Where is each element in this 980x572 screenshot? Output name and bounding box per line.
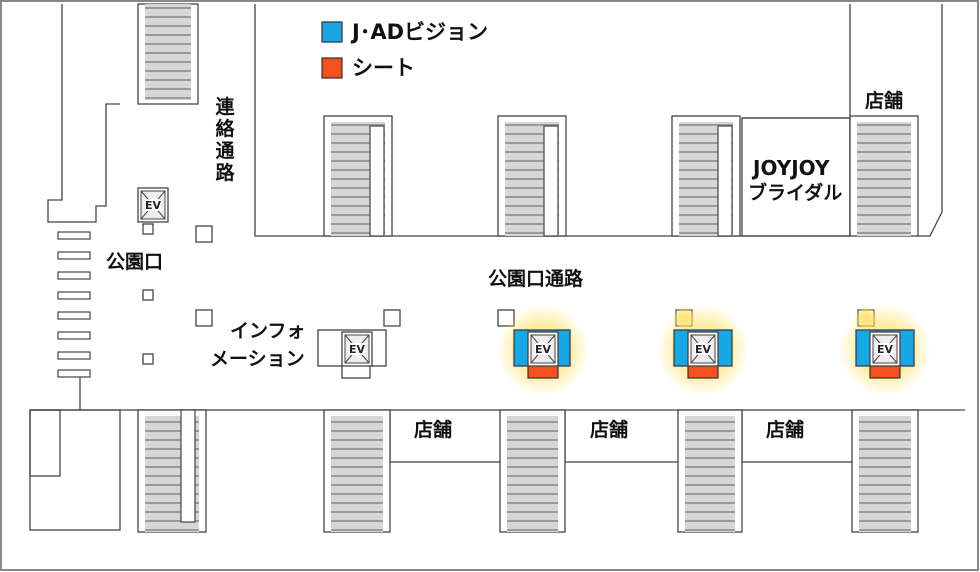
- staircase-lower-5: [851, 409, 919, 533]
- staircase-upper-4: [849, 115, 919, 237]
- elevator-icon: [341, 331, 373, 367]
- staircase-top-left: [137, 3, 199, 105]
- staircase-upper-1: [323, 115, 393, 237]
- information-label-line2: メーション: [210, 348, 305, 370]
- connecting-passage-label: 連絡通路: [215, 96, 235, 184]
- elevator-icon: [527, 331, 559, 367]
- store-label: 店舗: [766, 419, 805, 441]
- elevator-icon: [687, 331, 719, 367]
- staircase-upper-2: [497, 115, 567, 237]
- pillar-glow: [854, 306, 878, 330]
- crosswalk: [57, 231, 91, 378]
- staircase-lower-4: [677, 409, 743, 533]
- store-label: 店舗: [414, 419, 453, 441]
- ev-label: EV: [695, 343, 712, 356]
- ev-label: EV: [535, 343, 552, 356]
- staircase-lower-3: [499, 409, 566, 533]
- staircase-upper-3: [671, 115, 741, 237]
- staircase-lower-1: [137, 409, 207, 533]
- staircase-lower-2: [323, 409, 391, 533]
- store-label: 店舗: [865, 90, 904, 112]
- legend-swatch-jad-vision: [321, 21, 343, 43]
- koen-guchi-passage-label: 公園口通路: [488, 268, 584, 290]
- joyjoy-label-line2: ブライダル: [748, 182, 843, 204]
- legend-swatch-seat: [321, 57, 343, 79]
- ev-label: EV: [877, 343, 894, 356]
- store-label: 店舗: [590, 419, 629, 441]
- elevator-icon: [869, 331, 901, 367]
- ev-label: EV: [349, 343, 366, 356]
- ev-label: EV: [145, 199, 162, 212]
- legend-seat-label: シート: [352, 56, 415, 80]
- pillar-glow: [672, 306, 696, 330]
- koen-guchi-label: 公園口: [106, 251, 164, 273]
- elevator-icon: [137, 187, 169, 223]
- information-label-line1: インフォ: [230, 320, 306, 342]
- legend-jad-vision-label: J･ADビジョン: [352, 20, 488, 44]
- joyjoy-label-line1: JOYJOY: [753, 156, 830, 180]
